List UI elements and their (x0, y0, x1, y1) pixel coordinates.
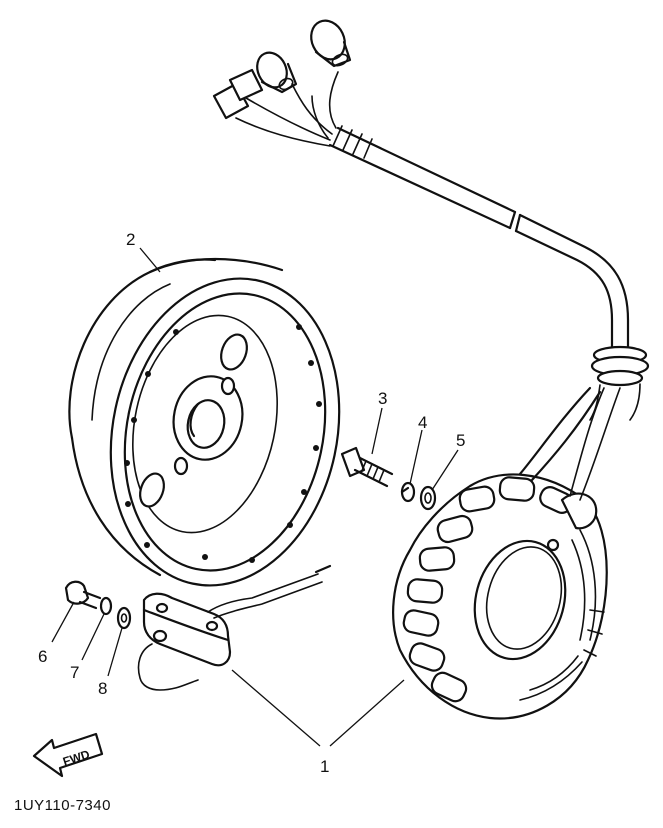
wire-harness (235, 71, 630, 354)
fwd-arrow-icon: FWD (32, 732, 104, 778)
wire-connector-middle (256, 51, 298, 94)
callout-8: 8 (98, 679, 107, 698)
callout-3: 3 (378, 389, 387, 408)
callout-5: 5 (456, 431, 465, 450)
wire-connector-top (310, 19, 352, 68)
rotor-flywheel (68, 257, 341, 587)
rotor-bolt (340, 446, 394, 488)
callout-numbers: 1 2 3 4 5 6 7 8 (38, 230, 465, 776)
pickup-screw (64, 580, 102, 610)
cable-grommet (589, 345, 650, 421)
callout-4: 4 (418, 413, 427, 432)
wire-terminals (212, 68, 264, 120)
callout-1: 1 (320, 757, 329, 776)
lock-washer (400, 481, 416, 503)
pickup-plain-washer (116, 606, 132, 630)
pickup-lock-washer (99, 596, 113, 616)
leader-lines (51, 247, 459, 747)
diagram-code: 1UY110-7340 (14, 797, 111, 814)
callout-6: 6 (38, 647, 47, 666)
callout-7: 7 (70, 663, 79, 682)
pickup-coil (137, 564, 332, 691)
callout-2: 2 (126, 230, 135, 249)
stator-assembly (392, 386, 621, 720)
plain-washer (419, 485, 437, 511)
